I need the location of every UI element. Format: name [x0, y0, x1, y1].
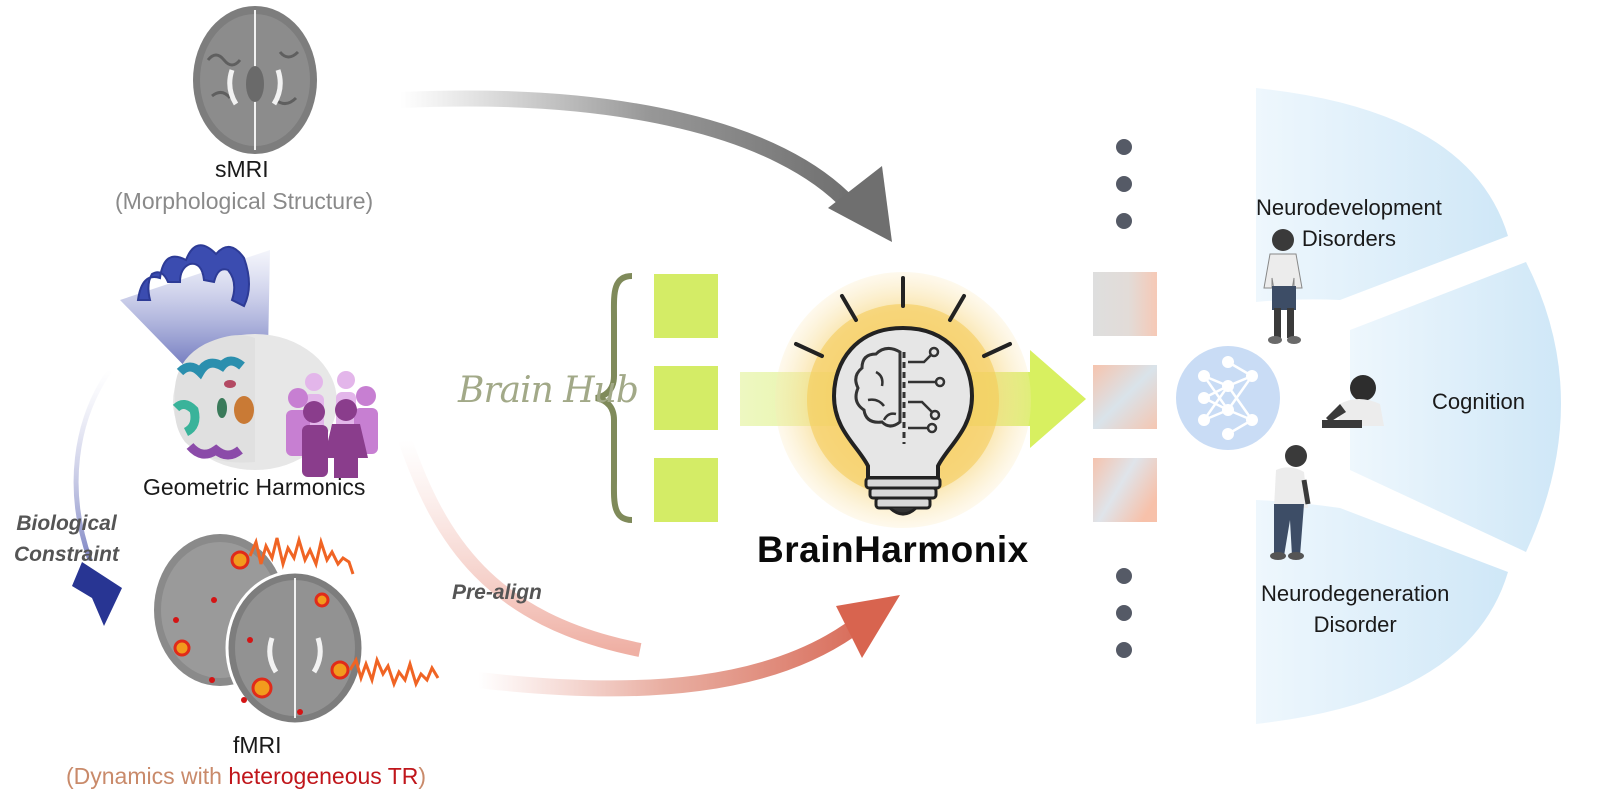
fmri-activation-icon: [154, 534, 440, 726]
prealign-label: Pre-align: [452, 581, 542, 604]
smri-title: sMRI: [215, 156, 269, 182]
fmri-signal-trace-bottom: [348, 655, 440, 689]
biological-constraint-line2: Constraint: [14, 543, 119, 566]
prealign-curve: [398, 437, 642, 657]
hub-brace: [595, 273, 633, 523]
output-token: [1093, 458, 1157, 522]
cortical-surface-icon: [136, 244, 250, 308]
geometric-harmonics-label: Geometric Harmonics: [143, 474, 366, 500]
population-icon: [286, 371, 378, 478]
biological-constraint-label: Biological Constraint: [14, 508, 119, 570]
task-neurodegeneration-label: Neurodegeneration Disorder: [1261, 578, 1449, 640]
biological-constraint-arc: [73, 368, 113, 561]
task-fan: [1256, 88, 1561, 724]
model-name: BrainHarmonix: [757, 529, 1029, 570]
task1-line2: Disorders: [1301, 226, 1397, 251]
elderly-icon: [1270, 445, 1311, 560]
output-token: [1093, 272, 1157, 336]
fmri-subtitle-open: (Dynamics with: [66, 763, 229, 789]
task3-line1: Neurodegeneration: [1261, 581, 1450, 606]
fmri-subtitle-highlight: heterogeneous TR: [228, 763, 419, 789]
smri-arrow-shaft: [399, 90, 856, 211]
task-cognition-label: Cognition: [1432, 389, 1525, 414]
neural-network-icon: [1176, 346, 1280, 450]
child-icon: [1263, 229, 1303, 344]
hub-token: [654, 274, 718, 338]
hub-token-group: [654, 274, 718, 522]
fmri-subtitle-close: ): [418, 763, 427, 789]
hub-arrowhead: [1030, 350, 1086, 448]
smri-arrowhead: [828, 166, 892, 242]
brain-hub-label: Brain Hub: [458, 370, 639, 411]
lightbulb-brain-chip-icon: [775, 272, 1031, 528]
biological-constraint-line1: Biological: [16, 512, 117, 535]
hub-token: [654, 458, 718, 522]
fmri-arrow-shaft: [477, 623, 855, 697]
fan-sector-neurodegeneration: [1256, 500, 1508, 724]
task1-line1: Neurodevelopment: [1256, 195, 1442, 220]
biological-constraint-arrowhead: [72, 562, 122, 626]
fmri-arrowhead: [836, 595, 900, 658]
fmri-signal-trace-top: [248, 534, 355, 575]
output-dots-top: [1116, 139, 1132, 229]
hub-token: [654, 366, 718, 430]
task-neurodevelopment-label: Neurodevelopment Disorders: [1256, 192, 1442, 254]
smri-subtitle: (Morphological Structure): [115, 188, 374, 214]
adult-icon: [1322, 375, 1384, 428]
output-dots-bottom: [1116, 568, 1132, 658]
output-token: [1093, 365, 1157, 429]
fmri-title: fMRI: [233, 732, 282, 758]
fmri-subtitle: (Dynamics with heterogeneous TR): [66, 763, 426, 790]
fan-sector-neurodevelopment: [1256, 88, 1508, 302]
brain-axial-slice-icon: [193, 6, 317, 154]
fan-sector-cognition: [1350, 262, 1561, 552]
task3-line2: Disorder: [1313, 612, 1397, 637]
